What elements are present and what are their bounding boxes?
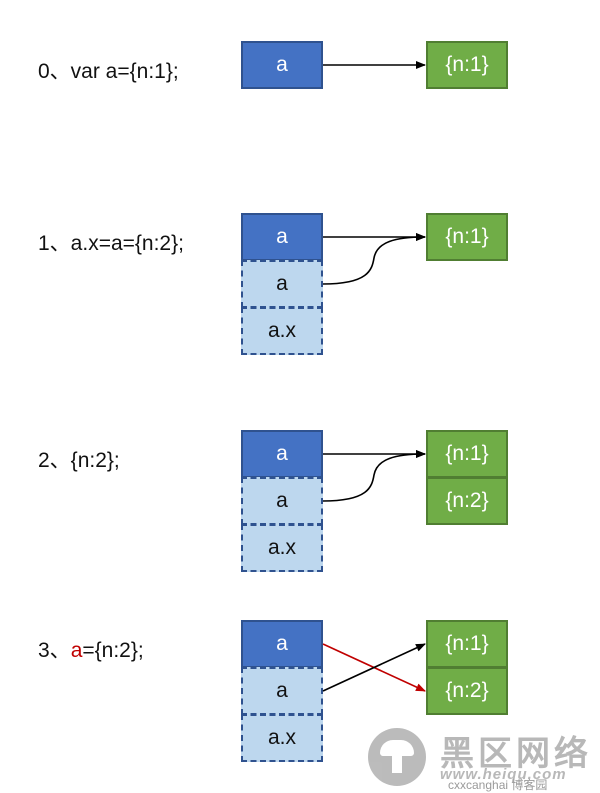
- step-3-label-highlight: a: [70, 639, 83, 662]
- step-1-label: 1、a.x=a={n:2};: [38, 232, 184, 255]
- step-1-var-a: a: [241, 213, 323, 261]
- step-2-object-n2: {n:2}: [426, 477, 508, 525]
- watermark-credit: cxxcanghai 博客园: [448, 778, 548, 792]
- step-3-label-suffix: ={n:2};: [82, 639, 144, 662]
- step-1-object-n1: {n:1}: [426, 213, 508, 261]
- step-1-var-a-copy: a: [241, 260, 323, 308]
- watermark-url: www.heiqu.com: [440, 766, 567, 783]
- mushroom-logo-icon: [368, 728, 426, 786]
- step-3-arrow-copy-to-n1: [322, 643, 426, 692]
- step-3-var-a: a: [241, 620, 323, 668]
- step-3-label: 3、a={n:2};: [38, 634, 144, 664]
- step-2-label: 2、{n:2};: [38, 449, 120, 472]
- step-2-arrow-copy-to-n1: [322, 450, 426, 502]
- step-3-object-n2: {n:2}: [426, 667, 508, 715]
- step-3-object-n1: {n:1}: [426, 620, 508, 668]
- step-1-var-ax: a.x: [241, 307, 323, 355]
- step-0-label: 0、var a={n:1};: [38, 60, 179, 83]
- step-3-var-a-copy: a: [241, 667, 323, 715]
- step-2-var-a-copy: a: [241, 477, 323, 525]
- step-3-label-prefix: 3、: [38, 639, 71, 662]
- step-3-var-ax: a.x: [241, 714, 323, 762]
- watermark: 黑区网络 www.heiqu.com cxxcanghai 博客园: [368, 726, 600, 792]
- step-2-var-ax: a.x: [241, 524, 323, 572]
- step-0-var-a: a: [241, 41, 323, 89]
- step-0-object-n1: {n:1}: [426, 41, 508, 89]
- watermark-title: 黑区网络: [440, 734, 592, 774]
- step-1-arrow-copy-to-n1: [322, 233, 426, 285]
